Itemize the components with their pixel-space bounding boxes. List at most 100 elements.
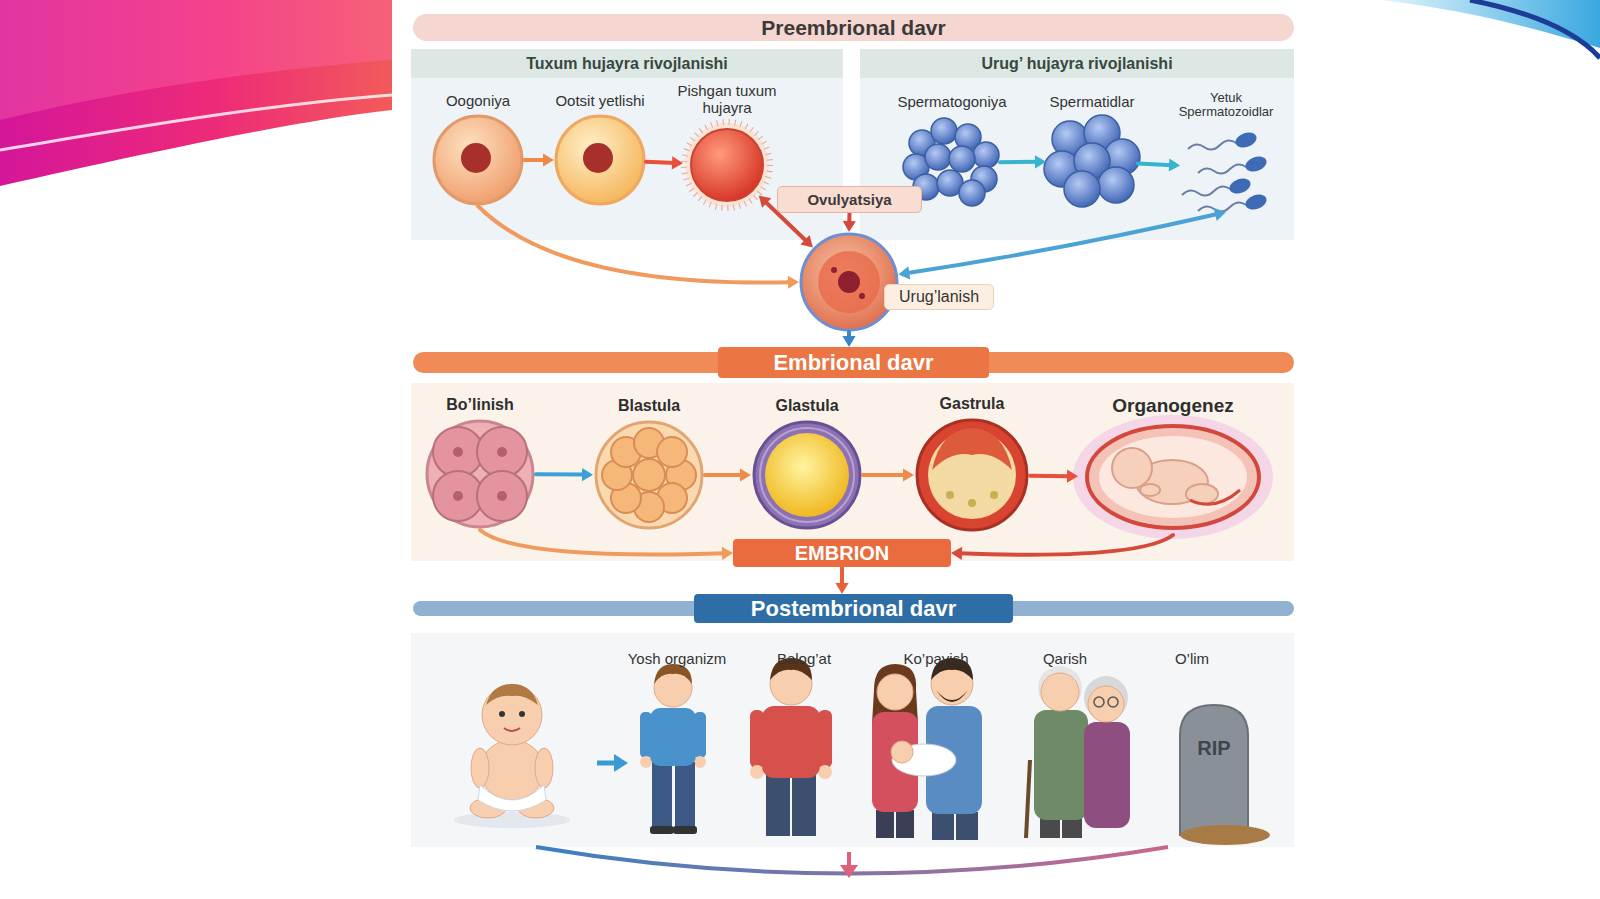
connector xyxy=(898,208,1226,279)
connector-line xyxy=(646,162,675,163)
cell-node: Oogoniya xyxy=(432,114,524,206)
arrow-head xyxy=(843,221,856,232)
stone-inscription: RIP xyxy=(1197,737,1230,760)
connector xyxy=(1138,158,1180,171)
stage-label: Ko’payish xyxy=(903,650,968,667)
stage-label: Qarish xyxy=(1043,650,1087,667)
stage-band: Embrional davr xyxy=(413,347,1294,378)
connector-line xyxy=(1000,160,1038,165)
connector xyxy=(480,530,733,560)
cell-node: Spermatidlar xyxy=(1046,115,1138,207)
panel-heading: Urug’ hujayra rivojlanishi xyxy=(860,49,1294,78)
connector-line xyxy=(480,530,725,554)
connector xyxy=(478,206,799,289)
embryo-node: Blastula xyxy=(593,419,705,531)
connector-line xyxy=(478,206,791,283)
arrow-head xyxy=(842,336,855,347)
arrow-head xyxy=(582,468,593,481)
connector-line xyxy=(863,473,906,477)
embryo-node: Gastrula xyxy=(914,417,1030,533)
band-title: Preembrional davr xyxy=(413,14,1294,41)
arrow-head xyxy=(722,547,733,560)
connector xyxy=(863,468,914,481)
arrow-head xyxy=(1067,470,1078,483)
embryo-node: Glastula xyxy=(751,419,863,531)
cell-label: Yetuk Spermatozoidlar xyxy=(1170,91,1282,120)
connector-line xyxy=(705,473,743,477)
arrow-head xyxy=(898,266,910,279)
embryo-node: Bo’linish xyxy=(424,418,536,530)
arrow-head xyxy=(740,468,751,481)
connector xyxy=(705,468,751,481)
arrow-head xyxy=(1035,155,1046,168)
sperm-cells xyxy=(903,115,1140,207)
life-stages xyxy=(454,658,1270,845)
connector-line xyxy=(959,535,1173,555)
cell-node: Yetuk Spermatozoidlar xyxy=(1180,124,1272,212)
panel-heading: Tuxum hujayra rivojlanishi xyxy=(411,49,843,78)
embryo-stages xyxy=(427,415,1273,539)
cell-label: Oogoniya xyxy=(446,93,510,110)
connector-line xyxy=(524,158,546,162)
stage-band: Postembrional davr xyxy=(413,594,1294,623)
connector xyxy=(536,468,593,481)
stage-band: Preembrional davr xyxy=(413,14,1294,41)
connector-line xyxy=(536,472,585,476)
connector xyxy=(842,332,855,347)
connector xyxy=(951,535,1173,560)
cell-node: Pishgan tuxum hujayra xyxy=(683,121,771,209)
cell-label: Spermatidlar xyxy=(1049,94,1134,111)
event-box: Ovulyatsiya xyxy=(777,186,922,213)
connector xyxy=(524,153,554,166)
connector xyxy=(835,567,848,594)
zygote xyxy=(801,234,897,330)
embryo-node: Organogenez xyxy=(1078,420,1268,535)
result-box: EMBRION xyxy=(733,539,951,567)
cell-label: Bo’linish xyxy=(446,396,514,414)
process-panel: Urug’ hujayra rivojlanishiSpermatogoniya… xyxy=(860,49,1294,240)
stage-label: O’lim xyxy=(1175,650,1209,667)
connector xyxy=(1030,470,1078,483)
band-title: Postembrional davr xyxy=(694,594,1013,623)
arrow-head xyxy=(951,547,962,560)
box-label: Ovulyatsiya xyxy=(778,187,921,212)
connector xyxy=(1000,155,1046,168)
cell-label: Blastula xyxy=(618,397,680,415)
cell-label: Gastrula xyxy=(940,395,1005,413)
cell-label: Urug’lanish xyxy=(884,284,994,310)
cell-label: Ootsit yetlishi xyxy=(555,93,644,110)
arrow-head xyxy=(543,153,554,166)
cell-label: Glastula xyxy=(775,397,838,415)
arrow-head xyxy=(835,583,848,594)
stage-label: Balog’at xyxy=(777,650,831,667)
arrow-head xyxy=(1214,208,1226,221)
connector-line xyxy=(906,214,1218,274)
connector xyxy=(646,156,683,169)
arrow-head xyxy=(788,276,799,289)
arrow-head xyxy=(759,195,772,207)
cell-label: Organogenez xyxy=(1112,395,1233,416)
life-cycle-curve xyxy=(536,847,1168,878)
arrow-head xyxy=(800,235,813,247)
box-label: EMBRION xyxy=(733,539,951,567)
stage-label: Yosh organizm xyxy=(628,650,727,667)
cell-label: Pishgan tuxum hujayra xyxy=(668,83,786,117)
egg-cells xyxy=(434,116,770,208)
spermatozoa xyxy=(1182,130,1269,213)
arrow-head xyxy=(1169,158,1180,171)
cell-node: Ootsit yetlishi xyxy=(554,114,646,206)
connector xyxy=(843,213,856,232)
arrow-head xyxy=(903,468,914,481)
panel-grounds xyxy=(411,49,1294,847)
connector-line xyxy=(1138,163,1172,165)
band-title: Embrional davr xyxy=(718,347,989,378)
connector-line xyxy=(1030,474,1070,479)
zygote-node: Urug’lanish xyxy=(799,232,899,332)
cell-label: Spermatogoniya xyxy=(897,94,1006,111)
arrow-head xyxy=(672,156,683,169)
